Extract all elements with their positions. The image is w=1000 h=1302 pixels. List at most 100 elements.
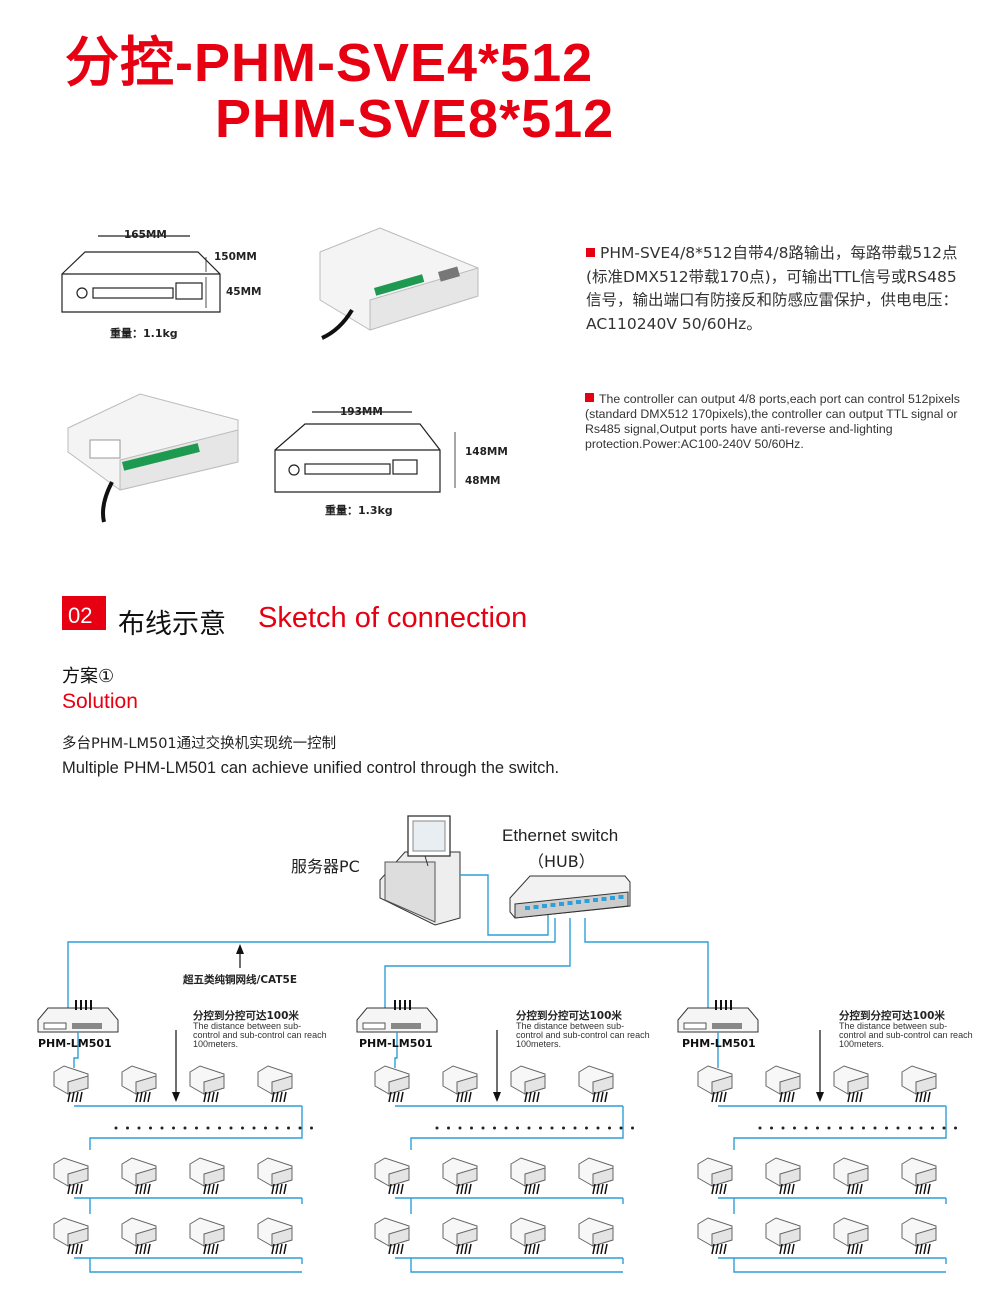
- cable: [135, 1091, 139, 1103]
- network-cable: [460, 874, 549, 936]
- ellipsis-dot: [172, 1126, 175, 1130]
- cable: [135, 1243, 139, 1255]
- cable: [528, 1183, 532, 1195]
- sub-controller-front: [711, 1167, 733, 1187]
- controller-ports: [712, 1023, 742, 1029]
- cable: [468, 1091, 472, 1103]
- sub-controller-front: [388, 1075, 410, 1095]
- cable: [147, 1243, 151, 1255]
- ellipsis-dot: [839, 1126, 842, 1130]
- sub-controller: [374, 1157, 410, 1195]
- product1-photo: [319, 227, 479, 340]
- product1-width: 165MM: [124, 229, 167, 241]
- sub-controller: [121, 1157, 157, 1195]
- sub-controller-front: [388, 1167, 410, 1187]
- sub-controller-front: [456, 1227, 478, 1247]
- ellipsis-dot: [229, 1126, 233, 1130]
- controller-display: [43, 1022, 67, 1030]
- monitor-stand: [424, 855, 429, 867]
- ellipsis-dot: [252, 1126, 256, 1130]
- ellipsis-dot: [550, 1126, 554, 1130]
- network-cable: [89, 1112, 303, 1150]
- cable: [600, 1091, 604, 1103]
- product1-height: 45MM: [226, 286, 262, 298]
- cable: [791, 1243, 795, 1255]
- sub-controller: [510, 1217, 546, 1255]
- cable: [919, 1091, 923, 1103]
- cable: [847, 1243, 851, 1255]
- cable: [923, 1243, 927, 1255]
- switch-port: [584, 899, 590, 903]
- cable: [271, 1183, 275, 1195]
- sub-controller: [442, 1065, 478, 1103]
- cable: [203, 1183, 207, 1195]
- sub-controller: [578, 1065, 614, 1103]
- sub-controller: [53, 1217, 89, 1255]
- cable: [139, 1243, 143, 1255]
- cable: [791, 1091, 795, 1103]
- cable: [460, 1243, 464, 1255]
- cable: [456, 1243, 460, 1255]
- cable: [139, 1183, 143, 1195]
- switch-port: [525, 906, 530, 910]
- switch-port: [567, 901, 573, 905]
- cable: [604, 1091, 608, 1103]
- ellipsis-dot: [264, 1126, 267, 1130]
- cable: [468, 1243, 472, 1255]
- cable: [604, 1183, 608, 1195]
- sub-controller-front: [67, 1075, 89, 1095]
- cable: [388, 1243, 392, 1255]
- network-cable: [733, 1112, 947, 1150]
- cable: [915, 1183, 919, 1195]
- ellipsis-dot: [770, 1126, 773, 1130]
- product2-drawing: [274, 411, 456, 493]
- ellipsis-dot: [850, 1126, 854, 1130]
- ellipsis-dot: [827, 1126, 831, 1130]
- cable: [592, 1243, 596, 1255]
- phm-lm501-controller: [356, 1000, 438, 1033]
- cable: [919, 1183, 923, 1195]
- controller-display: [362, 1022, 386, 1030]
- cable: [855, 1091, 859, 1103]
- cable: [723, 1243, 727, 1255]
- cable: [779, 1091, 783, 1103]
- server-pc: [379, 815, 461, 926]
- cable: [275, 1091, 279, 1103]
- cable: [524, 1243, 528, 1255]
- cable: [592, 1091, 596, 1103]
- cable: [211, 1183, 215, 1195]
- ellipsis-dot: [954, 1126, 957, 1130]
- cable: [392, 1091, 396, 1103]
- sub-controller-front: [915, 1167, 937, 1187]
- cable: [392, 1183, 396, 1195]
- product-drawings: [61, 227, 479, 523]
- cable: [464, 1091, 468, 1103]
- distance-label-cn: 分控到分控可达100米: [193, 1010, 299, 1022]
- cable: [927, 1243, 931, 1255]
- sub-controller: [901, 1065, 937, 1103]
- sub-controller: [121, 1217, 157, 1255]
- switch-port: [576, 900, 581, 904]
- cable: [847, 1091, 851, 1103]
- product2-depth: 148MM: [465, 446, 508, 458]
- cable: [79, 1091, 83, 1103]
- ellipsis-dot: [619, 1126, 623, 1130]
- product2-height: 48MM: [465, 475, 501, 487]
- distance-label-en: The distance between sub-control and sub…: [193, 1021, 327, 1049]
- ellipsis-dot: [126, 1126, 129, 1130]
- cable: [279, 1243, 283, 1255]
- cable: [283, 1091, 287, 1103]
- server-label: 服务器PC: [291, 857, 360, 876]
- cable: [923, 1091, 927, 1103]
- cable: [71, 1091, 75, 1103]
- cable: [279, 1183, 283, 1195]
- network-cable: [410, 1258, 623, 1273]
- ellipsis-dot: [435, 1126, 439, 1130]
- cable: [719, 1091, 723, 1103]
- cable: [67, 1243, 71, 1255]
- cable: [851, 1091, 855, 1103]
- cable: [783, 1183, 787, 1195]
- network-cable: [89, 1258, 302, 1273]
- solution-intro-en: Multiple PHM-LM501 can achieve unified c…: [62, 759, 560, 777]
- ellipsis-dot: [275, 1126, 279, 1130]
